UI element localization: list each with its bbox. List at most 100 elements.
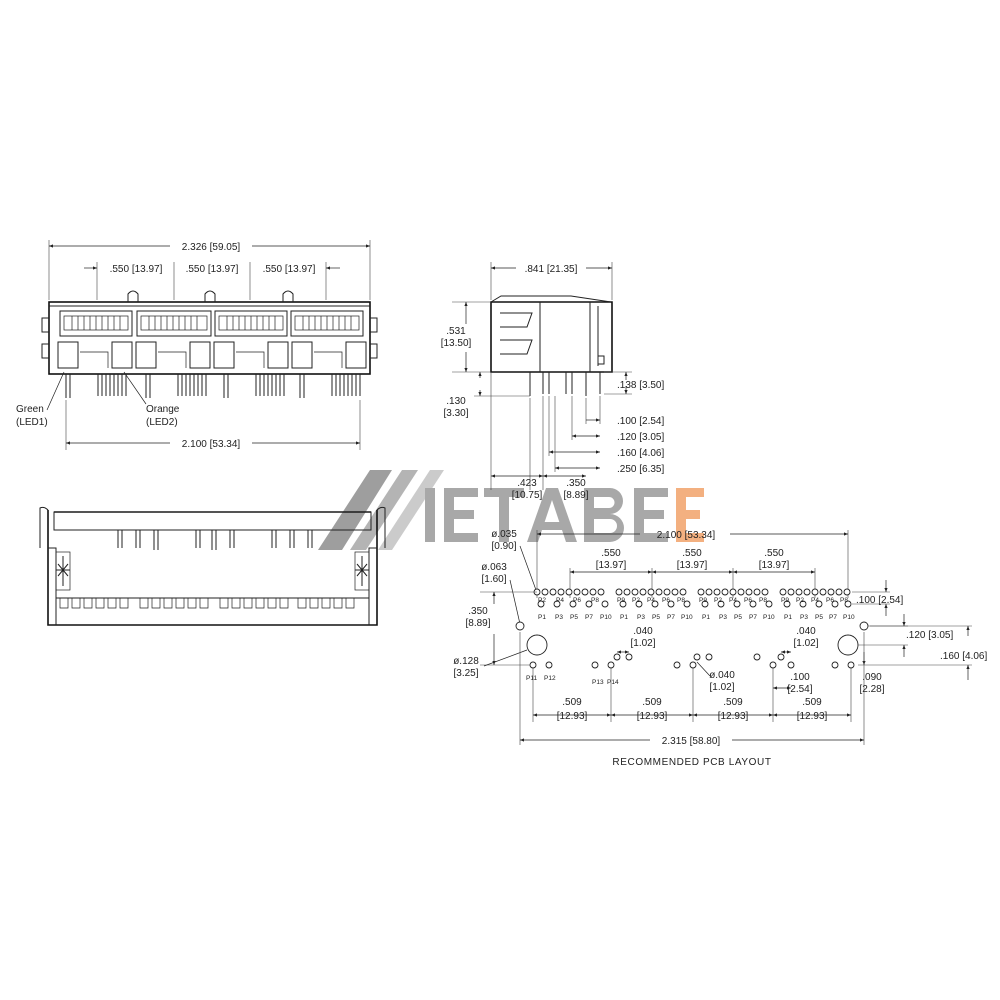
pitch-c-mm: [13.97]: [759, 560, 790, 571]
hole-035-value: ø.035: [491, 529, 517, 540]
pin-p10-label-2: P10: [681, 614, 693, 621]
dim-port-pitch: .550 [13.97] .550 [13.97] .550 [13.97]: [84, 262, 340, 300]
pin-p5-label-2: P5: [652, 614, 660, 621]
front-port-1: [59, 310, 133, 337]
dim-pcb-left: ø.063 [1.60] .350 [8.89] ø.128 [3.25]: [453, 562, 537, 679]
led-orange-sub: (LED2): [146, 417, 178, 428]
pin-p13-label: P13: [592, 679, 604, 686]
dim-side-depth: .841 [21.35]: [490, 262, 613, 300]
pitch-a-value: .550: [601, 548, 621, 559]
dim-pcb-middle: .040 [1.02] .040 [1.02] ø.040 [1.02] .10…: [617, 626, 819, 695]
right-160-label: .160 [4.06]: [940, 651, 987, 662]
pin-p14-label: P14: [607, 679, 619, 686]
hole-040-value: ø.040: [709, 670, 735, 681]
front-housing: [48, 301, 371, 375]
led-pin-labels: P11 P12 P13 P14: [526, 675, 619, 686]
pin-p4-label-2: P4: [647, 597, 655, 604]
side-height-mm: [13.50]: [441, 338, 472, 349]
dim-pcb-span: 2.100 [53.34] ø.035 [0.90]: [491, 529, 849, 598]
pin-p3-label: P3: [555, 614, 563, 621]
pin-p1-label-4: P1: [784, 614, 792, 621]
gap-040-a-value: .040: [633, 626, 653, 637]
front-led-windows: [57, 341, 367, 369]
seg-1-value: .509: [562, 697, 582, 708]
pin-p11-label: P11: [526, 675, 537, 682]
pcb-mounting-holes: [515, 621, 869, 669]
pin-138-label: .138 [3.50]: [617, 380, 664, 391]
pin-p10-label: P10: [600, 614, 612, 621]
dim-pin-span: 2.100 [53.34]: [65, 400, 361, 450]
overall-2315-label: 2.315 [58.80]: [662, 736, 721, 747]
pin-p10-label-4: P10: [843, 614, 855, 621]
pitch-100-value: .100: [790, 672, 810, 683]
hole-063-mm: [1.60]: [481, 574, 506, 585]
pin-p4-label-3: P4: [729, 597, 737, 604]
bottom-view: [39, 506, 386, 626]
pin-p1-label-3: P1: [702, 614, 710, 621]
seg-1-mm: [12.93]: [557, 711, 588, 722]
port-pitch-3-label: .550 [13.97]: [263, 264, 316, 275]
led-green-sub: (LED1): [16, 417, 48, 428]
pin-p10-label-3: P10: [763, 614, 775, 621]
front-view: 2.326 [59.05] .550 [13.97] .550 [13.97] …: [16, 240, 378, 450]
side-depth-label: .841 [21.35]: [525, 264, 578, 275]
pin-p4-label: P4: [556, 597, 564, 604]
dim-overall-width: 2.326 [59.05]: [48, 240, 371, 300]
pcb-span-label: 2.100 [53.34]: [657, 530, 716, 541]
pin-p3-label-3: P3: [719, 614, 727, 621]
pitch-b-value: .550: [682, 548, 702, 559]
pcb-pin-holes: P2 P4 P6 P8 P1 P3 P5 P7 P10 P9 P2 P4 P6 …: [533, 588, 855, 621]
pin-p8-label-3: P8: [759, 597, 767, 604]
led-orange-label: Orange: [146, 404, 180, 415]
side-height-value: .531: [446, 326, 466, 337]
dim-side-height: .531 [13.50]: [441, 301, 491, 373]
pin-p12-label: P12: [544, 675, 556, 682]
front-pins: [65, 374, 361, 398]
side-standoff-value: .130: [446, 396, 466, 407]
led-orange-callout: Orange (LED2): [123, 371, 180, 428]
pitch-a-mm: [13.97]: [596, 560, 627, 571]
front-ports: [59, 310, 364, 337]
right-120-label: .120 [3.05]: [906, 630, 953, 641]
bottom-peg-right: [354, 551, 370, 591]
pin-p1-label-2: P1: [620, 614, 628, 621]
right-090-value: .090: [862, 672, 882, 683]
pin-p1-label: P1: [538, 614, 546, 621]
bottom-peg-left: [55, 551, 71, 591]
pin-p9-label-2: P9: [617, 597, 625, 604]
gap-040-b-value: .040: [796, 626, 816, 637]
pin-p7-label-2: P7: [667, 614, 675, 621]
seg-2-mm: [12.93]: [637, 711, 668, 722]
watermark-letters: [425, 488, 668, 542]
pin-p8-label: P8: [591, 597, 599, 604]
offset-423-mm: [10.75]: [512, 490, 543, 501]
pin-p5-label-4: P5: [815, 614, 823, 621]
dim-pcb-pitch: .550 [13.97] .550 [13.97] .550 [13.97]: [569, 548, 816, 598]
dim-pcb-bottom: .509 [12.93] .509 [12.93] .509 [12.93] .…: [519, 632, 865, 747]
right-090-mm: [2.28]: [859, 684, 884, 695]
pin-120-label: .120 [3.05]: [617, 432, 664, 443]
pitch-b-mm: [13.97]: [677, 560, 708, 571]
dim-pcb-right: .100 [2.54] .120 [3.05] .160 [4.06] .090…: [852, 580, 987, 695]
pin-p2-label-4: P2: [796, 597, 804, 604]
port-pitch-1-label: .550 [13.97]: [110, 264, 163, 275]
pin-p8-label-2: P8: [677, 597, 685, 604]
off-350-value: .350: [468, 606, 488, 617]
seg-2-value: .509: [642, 697, 662, 708]
pin-250-label: .250 [6.35]: [617, 464, 664, 475]
pcb-layout-caption: RECOMMENDED PCB LAYOUT: [612, 757, 771, 768]
pin-p2-label: P2: [538, 597, 546, 604]
pcb-pin-labels: P2 P4 P6 P8 P1 P3 P5 P7 P10 P9 P2 P4 P6 …: [538, 597, 855, 621]
seg-3-mm: [12.93]: [718, 711, 749, 722]
pin-p6-label-3: P6: [744, 597, 752, 604]
pin-p9-label-4: P9: [781, 597, 789, 604]
dim-side-pins: .138 [3.50] .100 [2.54] .120 [3.05] .160…: [490, 371, 664, 501]
pin-p8-label-4: P8: [840, 597, 848, 604]
watermark-orange-e: [676, 488, 704, 542]
pitch-c-value: .550: [764, 548, 784, 559]
pin-p7-label-4: P7: [829, 614, 837, 621]
pin-p5-label: P5: [570, 614, 578, 621]
bottom-housing: [47, 510, 378, 626]
pin-p2-label-3: P2: [714, 597, 722, 604]
